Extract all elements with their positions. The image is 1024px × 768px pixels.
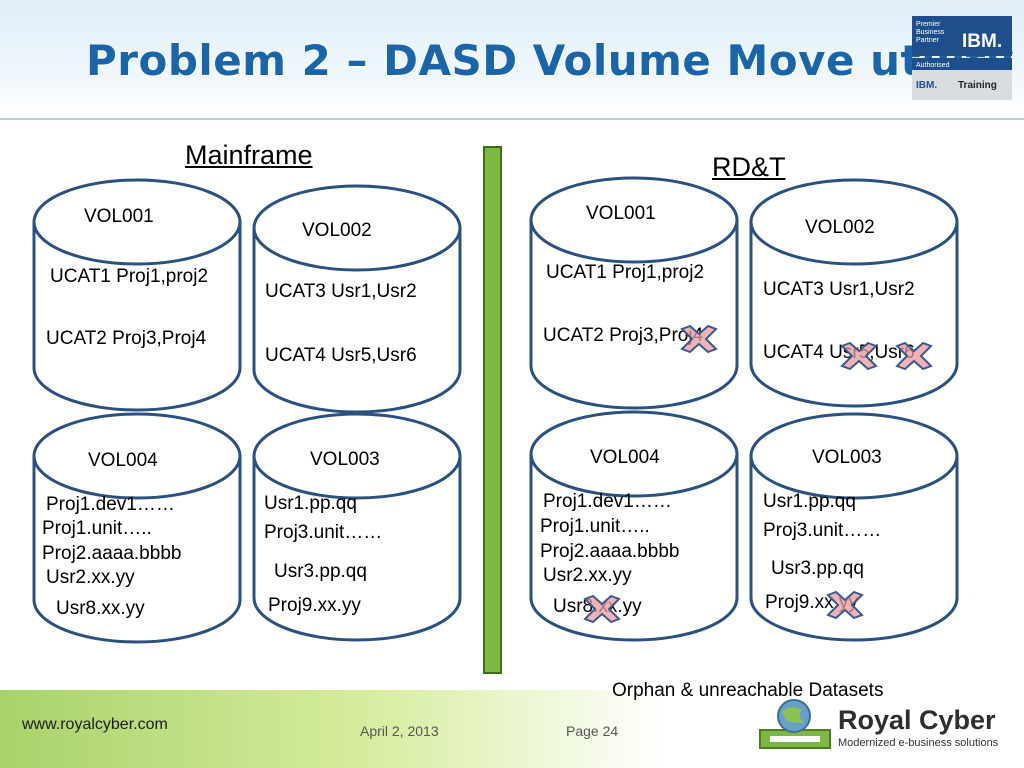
badge-training: Training [958, 80, 997, 91]
cross-out-icon [895, 341, 933, 371]
mf-vol001-line: UCAT1 Proj1,proj2 [50, 266, 209, 287]
footer-page-number: Page 24 [566, 723, 619, 739]
ibm-partner-badge: Premier Business Partner IBM. Authorised… [912, 16, 1012, 100]
mf-vol004-name: VOL004 [88, 450, 158, 471]
mf-vol002-cylinder [252, 184, 462, 414]
mainframe-label: Mainframe [185, 140, 313, 170]
logo-name: Royal Cyber [838, 705, 996, 735]
rdt-vol003-cylinder [749, 412, 959, 642]
rdt-vol001-name: VOL001 [586, 203, 656, 224]
mf-vol003-line: Usr3.pp.qq [274, 561, 367, 582]
footer-band [0, 690, 1024, 768]
mf-vol004-cylinder [32, 412, 242, 644]
rdt-vol004-line: Proj1.unit….. [540, 516, 650, 537]
footer-date: April 2, 2013 [360, 723, 439, 739]
rdt-vol001-line: UCAT1 Proj1,proj2 [546, 262, 705, 283]
mf-vol002-name: VOL002 [302, 220, 372, 241]
slide-title: Problem 2 – DASD Volume Move utility [86, 36, 1015, 85]
rdt-vol003-line: Proj3.unit…… [763, 520, 882, 541]
badge-ibm-small: IBM. [916, 80, 937, 91]
rdt-vol003-name: VOL003 [812, 447, 882, 468]
rdt-vol004-name: VOL004 [590, 447, 660, 468]
separator-bar [483, 146, 502, 674]
mf-vol004-line: Proj2.aaaa.bbbb [42, 543, 182, 564]
mf-vol003-line: Proj9.xx.yy [268, 595, 361, 616]
logo-tagline: Modernized e-business solutions [838, 737, 999, 749]
cross-out-icon [826, 590, 864, 620]
rdt-vol003-line: Usr1.pp.qq [763, 491, 856, 512]
cross-out-icon [840, 341, 878, 371]
mf-vol003-name: VOL003 [310, 449, 380, 470]
mf-vol003-line: Usr1.pp.qq [264, 493, 357, 514]
mf-vol001-line: UCAT2 Proj3,Proj4 [46, 328, 207, 349]
rdt-vol004-line: Proj1.dev1…… [543, 491, 672, 512]
mf-vol002-line: UCAT3 Usr1,Usr2 [265, 281, 417, 302]
mf-vol001-cylinder [32, 178, 242, 412]
mf-vol001-name: VOL001 [84, 206, 154, 227]
rdt-vol001-line: UCAT2 Proj3,Proj4 [543, 325, 704, 346]
rdt-label: RD&T [712, 152, 786, 182]
cross-out-icon [680, 324, 718, 354]
rdt-vol004-line: Proj2.aaaa.bbbb [540, 541, 680, 562]
mf-vol004-line: Proj1.unit….. [42, 518, 152, 539]
orphan-note: Orphan & unreachable Datasets [612, 680, 884, 701]
footer-url[interactable]: www.royalcyber.com [22, 716, 168, 733]
rdt-vol002-name: VOL002 [805, 217, 875, 238]
cross-out-icon [583, 594, 621, 624]
mf-vol003-cylinder [252, 412, 462, 642]
rdt-vol004-cylinder [529, 410, 739, 642]
header-divider [0, 118, 1024, 120]
header-band [0, 0, 1024, 118]
mf-vol002-line: UCAT4 Usr5,Usr6 [265, 345, 417, 366]
badge-line2: Business [916, 29, 945, 36]
rdt-vol001-cylinder [529, 176, 739, 410]
rdt-vol002-line: UCAT3 Usr1,Usr2 [763, 279, 915, 300]
royal-cyber-logo-icon [759, 699, 831, 749]
mf-vol004-line: Proj1.dev1…… [46, 494, 175, 515]
mf-vol003-line: Proj3.unit…… [264, 522, 383, 543]
mf-vol004-line: Usr8.xx.yy [56, 598, 145, 619]
badge-ibm-logo: IBM. [962, 31, 1002, 52]
mf-vol004-line: Usr2.xx.yy [46, 567, 135, 588]
badge-line3: Partner [916, 37, 940, 44]
badge-line1: Premier [916, 21, 941, 28]
badge-authorised: Authorised [916, 62, 950, 69]
rdt-vol002-line: UCAT4 Usr5,Usr6 [763, 342, 915, 363]
rdt-vol003-line: Usr3.pp.qq [771, 558, 864, 579]
rdt-vol004-line: Usr2.xx.yy [543, 565, 632, 586]
